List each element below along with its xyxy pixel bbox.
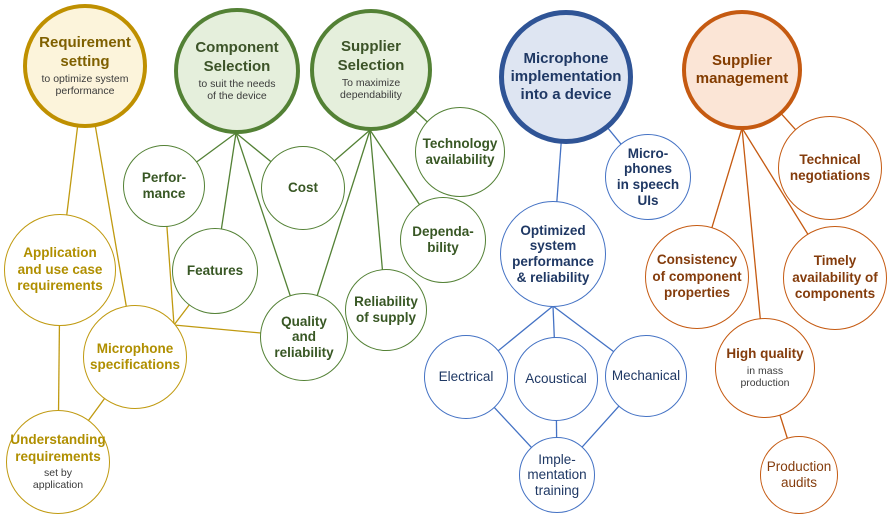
node-application-use-case-title: Application and use case requirements [17, 245, 103, 294]
node-dependability: Dependa- bility [400, 197, 486, 283]
node-electrical: Electrical [424, 335, 508, 419]
node-supplier-management-title: Supplier management [695, 51, 789, 87]
node-technology-availability-title: Technology availability [422, 135, 498, 167]
node-performance: Perfor- mance [123, 145, 205, 227]
node-technical-negotiations-title: Technical negotiations [789, 151, 871, 183]
node-quality-and-reliability: Quality and reliability [260, 293, 348, 381]
node-reliability-of-supply-title: Reliability of supply [354, 293, 418, 325]
node-performance-title: Perfor- mance [141, 169, 187, 201]
node-timely-availability-title: Timely availability of components [792, 253, 878, 302]
node-requirement-setting: Requirement setting to optimize system p… [23, 4, 147, 128]
node-application-use-case: Application and use case requirements [4, 214, 116, 326]
node-component-selection: Component Selection to suit the needs of… [174, 8, 300, 134]
node-production-audits-title: Production audits [766, 458, 832, 490]
node-high-quality: High quality in mass production [715, 318, 815, 418]
node-electrical-title: Electrical [438, 368, 494, 384]
node-optimized-system: Optimized system performance & reliabili… [500, 201, 606, 307]
node-dependability-title: Dependa- bility [412, 223, 474, 255]
node-consistency-components: Consistency of component properties [645, 225, 749, 329]
node-supplier-management: Supplier management [682, 10, 802, 130]
node-mechanical-title: Mechanical [611, 367, 681, 383]
node-component-selection-title: Component Selection [195, 39, 279, 75]
node-reliability-of-supply: Reliability of supply [345, 269, 427, 351]
node-requirement-setting-subtitle: to optimize system performance [41, 72, 129, 98]
node-acoustical-title: Acoustical [525, 370, 587, 386]
node-microphones-speech-uis-title: Micro- phones in speech UIs [616, 145, 680, 208]
node-understanding-requirements-subtitle: set by application [32, 467, 84, 492]
node-acoustical: Acoustical [514, 337, 598, 421]
node-technology-availability: Technology availability [415, 107, 505, 197]
node-supplier-selection-title: Supplier Selection [337, 38, 405, 74]
node-supplier-selection: Supplier Selection To maximize dependabi… [310, 9, 432, 131]
node-microphones-speech-uis: Micro- phones in speech UIs [605, 134, 691, 220]
node-requirement-setting-title: Requirement setting [39, 34, 131, 70]
node-quality-and-reliability-title: Quality and reliability [274, 313, 334, 360]
node-timely-availability: Timely availability of components [783, 226, 887, 330]
node-production-audits: Production audits [760, 436, 838, 514]
node-understanding-requirements: Understanding requirements set by applic… [6, 410, 110, 514]
node-cost: Cost [261, 146, 345, 230]
node-implementation-training-title: Imple- mentation training [527, 451, 587, 498]
node-understanding-requirements-title: Understanding requirements [10, 432, 106, 464]
node-mechanical: Mechanical [605, 335, 687, 417]
node-features: Features [172, 228, 258, 314]
node-microphone-specifications-title: Microphone specifications [89, 340, 181, 372]
node-high-quality-title: High quality [726, 346, 804, 362]
node-microphone-specifications: Microphone specifications [83, 305, 187, 409]
node-microphone-implementation: Microphone implementation into a device [499, 10, 633, 144]
node-component-selection-subtitle: to suit the needs of the device [198, 77, 276, 103]
node-high-quality-subtitle: in mass production [740, 364, 790, 390]
node-optimized-system-title: Optimized system performance & reliabili… [512, 222, 594, 285]
node-supplier-selection-subtitle: To maximize dependability [340, 76, 402, 102]
node-cost-title: Cost [288, 179, 318, 195]
node-implementation-training: Imple- mentation training [519, 437, 595, 513]
node-features-title: Features [186, 262, 244, 278]
node-consistency-components-title: Consistency of component properties [652, 252, 742, 301]
node-technical-negotiations: Technical negotiations [778, 116, 882, 220]
node-microphone-implementation-title: Microphone implementation into a device [510, 49, 622, 104]
